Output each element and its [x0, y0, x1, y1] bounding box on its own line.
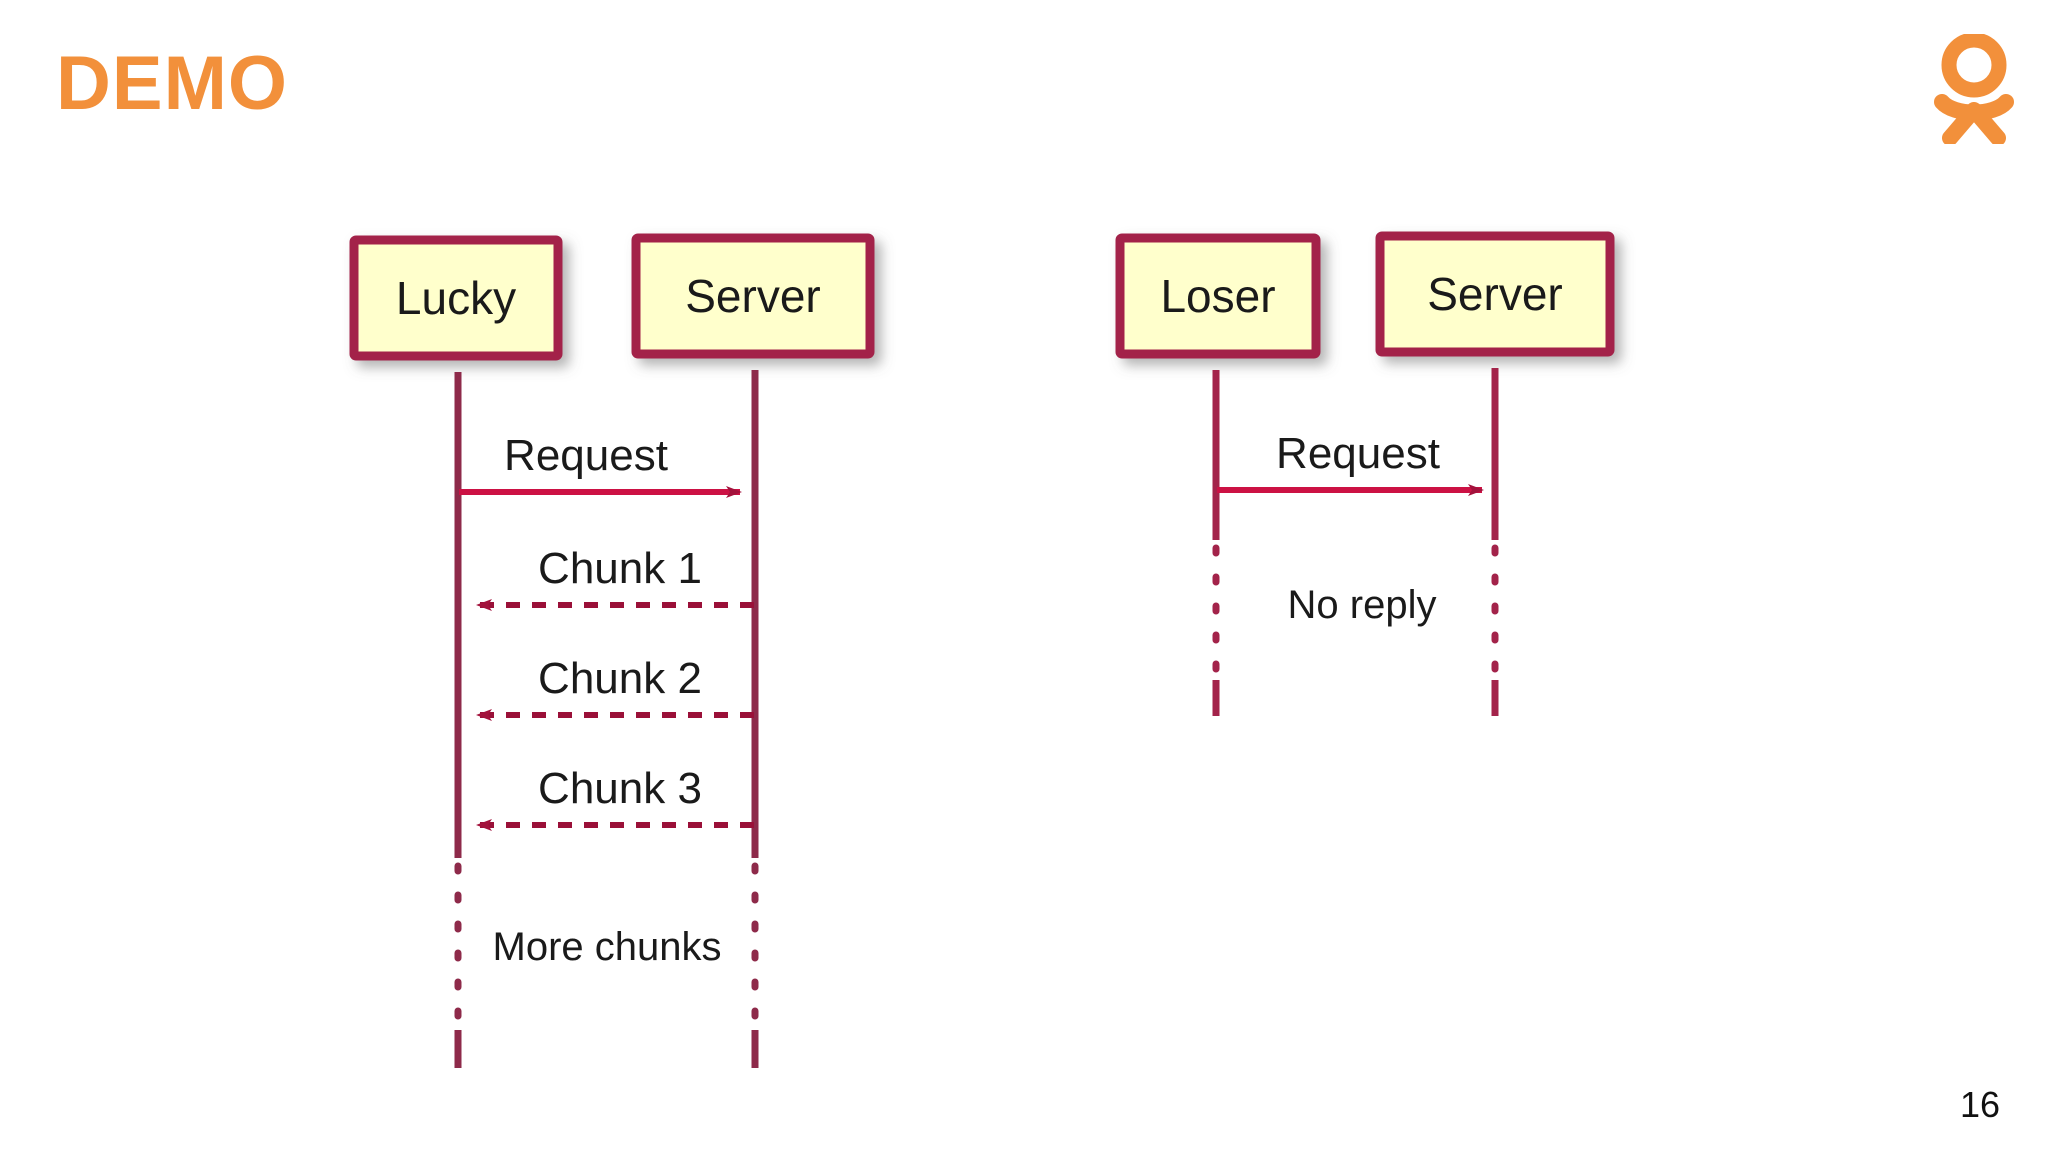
- note-no-reply: No reply: [1288, 583, 1437, 627]
- ok-logo-icon: [1934, 34, 2014, 144]
- participant-loser[interactable]: Loser: [1115, 233, 1321, 359]
- message-chunk-3[interactable]: Chunk 3: [476, 764, 754, 831]
- message-label: Request: [1276, 429, 1440, 478]
- message-chunk-1[interactable]: Chunk 1: [476, 544, 754, 611]
- message-label: Chunk 1: [538, 544, 702, 593]
- page-number: 16: [1959, 1084, 2000, 1125]
- participant-box: [631, 233, 875, 359]
- participant-box: [1115, 233, 1321, 359]
- note-more-chunks: More chunks: [493, 925, 722, 969]
- participant-label: Server: [1427, 268, 1562, 320]
- message-request-right[interactable]: Request: [1217, 429, 1484, 496]
- participant-box: [349, 235, 563, 361]
- message-label: Request: [504, 431, 668, 480]
- message-label: Chunk 3: [538, 764, 702, 813]
- participant-server-right[interactable]: Server: [1375, 231, 1615, 357]
- participant-lucky[interactable]: Lucky: [349, 235, 563, 361]
- message-chunk-2[interactable]: Chunk 2: [476, 654, 754, 721]
- sequence-panel-loser: Loser Server Request No reply: [1115, 231, 1615, 716]
- message-request-left[interactable]: Request: [459, 431, 742, 498]
- page-title: DEMO: [56, 41, 288, 126]
- participant-label: Loser: [1160, 270, 1275, 322]
- participant-server-left[interactable]: Server: [631, 233, 875, 359]
- participant-box: [1375, 231, 1615, 357]
- participant-label: Lucky: [396, 272, 516, 324]
- sequence-panel-lucky: Lucky Server Request Chunk 1 Chunk 2: [349, 233, 875, 1068]
- message-label: Chunk 2: [538, 654, 702, 703]
- participant-label: Server: [685, 270, 820, 322]
